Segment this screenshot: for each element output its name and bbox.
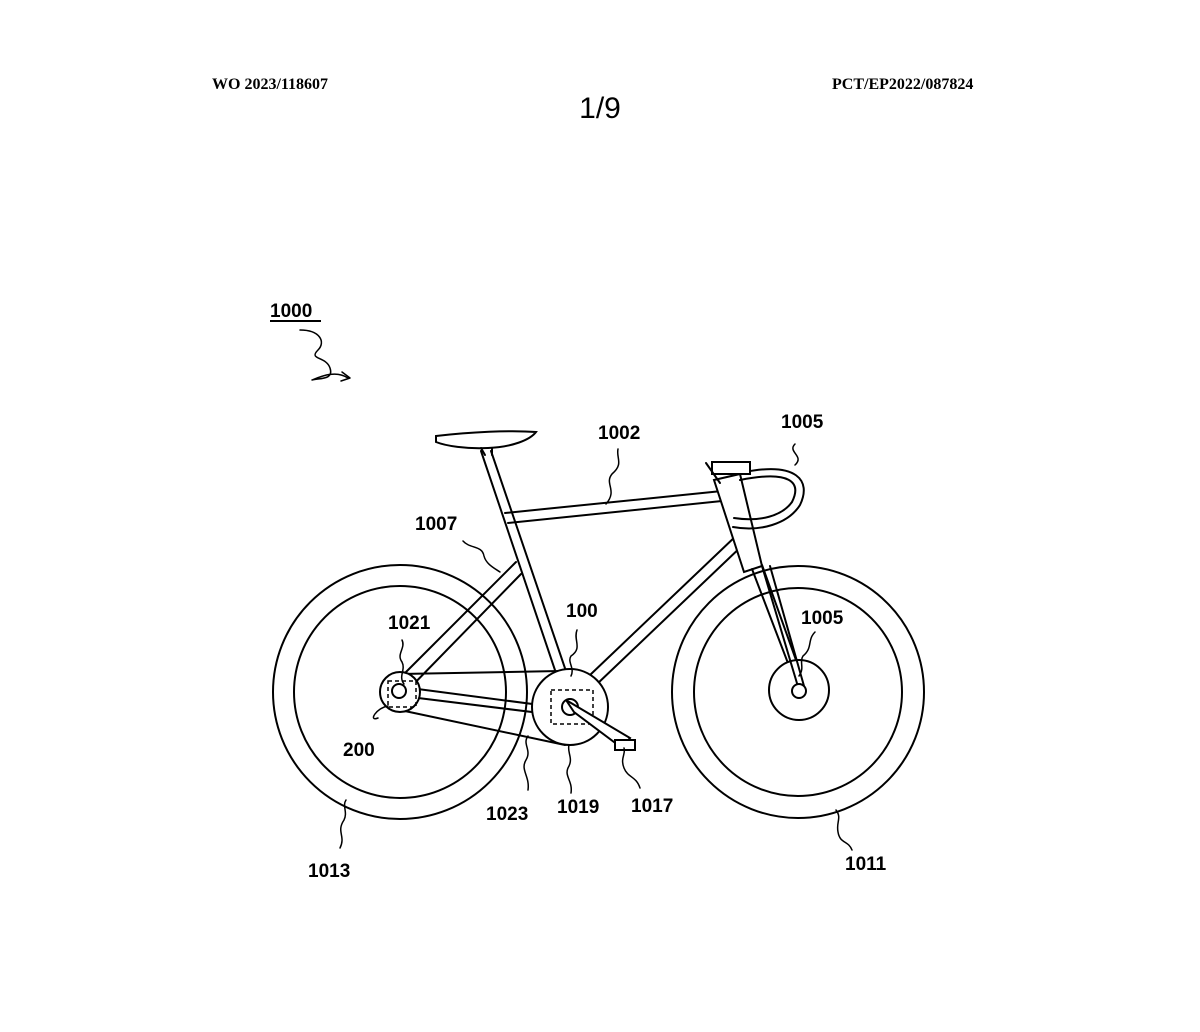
label-100: 100: [566, 601, 598, 622]
label-1019: 1019: [557, 797, 599, 818]
label-1021: 1021: [388, 613, 431, 634]
label-1011: 1011: [845, 854, 887, 875]
reference-labels: 1000 1002 1005 1007 1021 100 1005 200 10…: [270, 301, 887, 882]
publication-number: WO 2023/118607: [212, 76, 329, 93]
label-1017: 1017: [631, 796, 673, 817]
label-1005-hub: 1005: [801, 608, 844, 629]
label-1013: 1013: [308, 861, 350, 882]
handlebar: [705, 461, 805, 530]
sheet-number: 1/9: [579, 92, 621, 125]
label-200: 200: [343, 740, 375, 761]
leader-lines: [299, 329, 853, 851]
application-number: PCT/EP2022/087824: [832, 76, 974, 93]
rear-wheel: [272, 564, 528, 820]
front-hub: [761, 565, 830, 721]
label-1002: 1002: [598, 423, 640, 444]
head-tube-fork: [712, 472, 807, 693]
saddle: [435, 430, 538, 456]
label-1005-handlebar: 1005: [781, 412, 824, 433]
label-1007: 1007: [415, 514, 457, 535]
front-wheel: [671, 565, 925, 819]
chain: [399, 670, 566, 746]
frame: [397, 450, 746, 714]
label-1023: 1023: [486, 804, 528, 825]
label-1000: 1000: [270, 301, 312, 322]
